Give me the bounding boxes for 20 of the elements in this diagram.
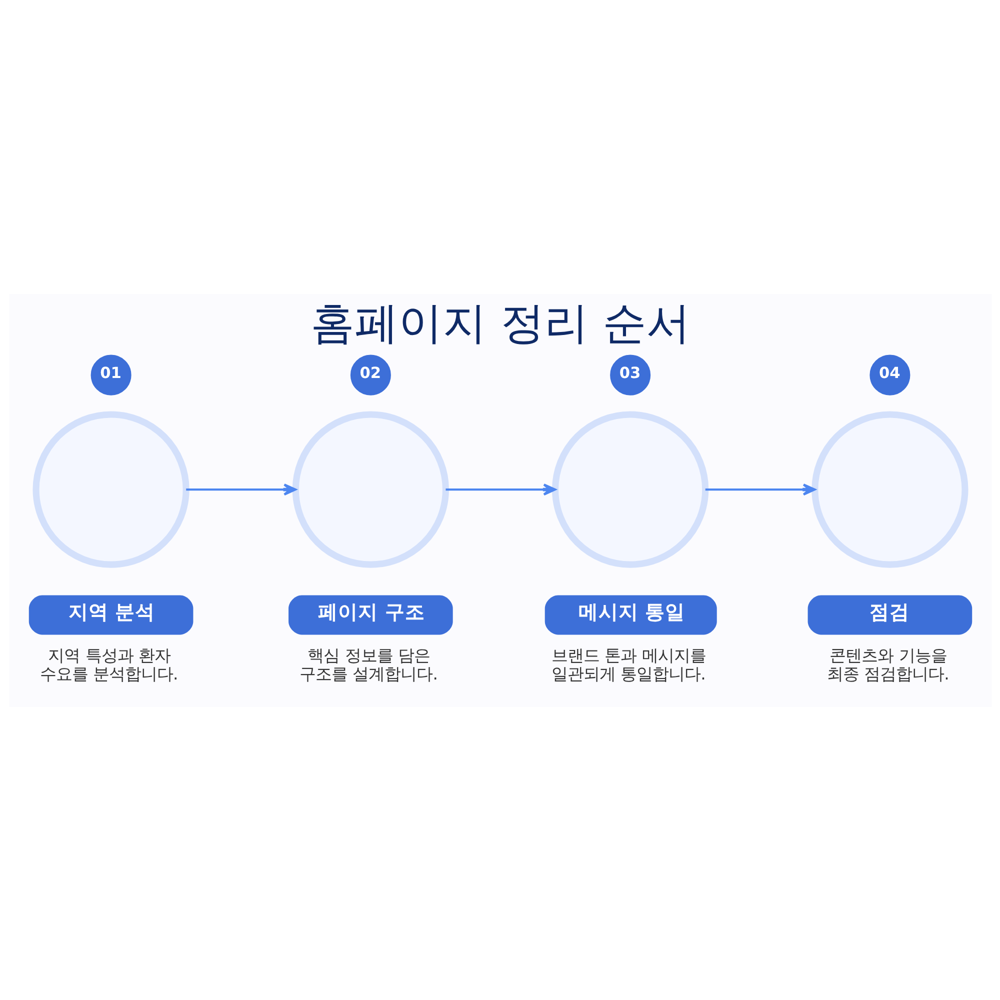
arrow xyxy=(704,483,816,496)
diagram-title: 홈페이지 정리 순서 xyxy=(310,297,690,348)
node-label: 콘텐츠와 기능을 최종 점검합니다. xyxy=(826,645,949,684)
node-circle: 01 xyxy=(90,354,131,395)
node-box: 점검 xyxy=(807,594,972,634)
node-circle xyxy=(292,410,449,568)
node-label: 브랜드 톤과 메시지를 일관되게 통일합니다. xyxy=(550,645,706,684)
node-circle: 03 xyxy=(610,354,650,395)
node-circle xyxy=(551,410,708,568)
node-box: 메시지 통일 xyxy=(544,594,716,634)
node-circle xyxy=(811,410,968,568)
arrow xyxy=(445,483,556,496)
node-box: 페이지 구조 xyxy=(288,594,452,634)
node-label: 핵심 정보를 담은 구조를 설계합니다. xyxy=(298,645,438,684)
node-circle: 04 xyxy=(869,354,910,395)
arrow xyxy=(186,483,296,496)
node-circle: 02 xyxy=(350,354,390,395)
node-label: 지역 특성과 환자 수요를 분석합니다. xyxy=(39,645,178,684)
node-box: 지역 분석 xyxy=(28,594,193,634)
node-circle xyxy=(32,410,189,568)
